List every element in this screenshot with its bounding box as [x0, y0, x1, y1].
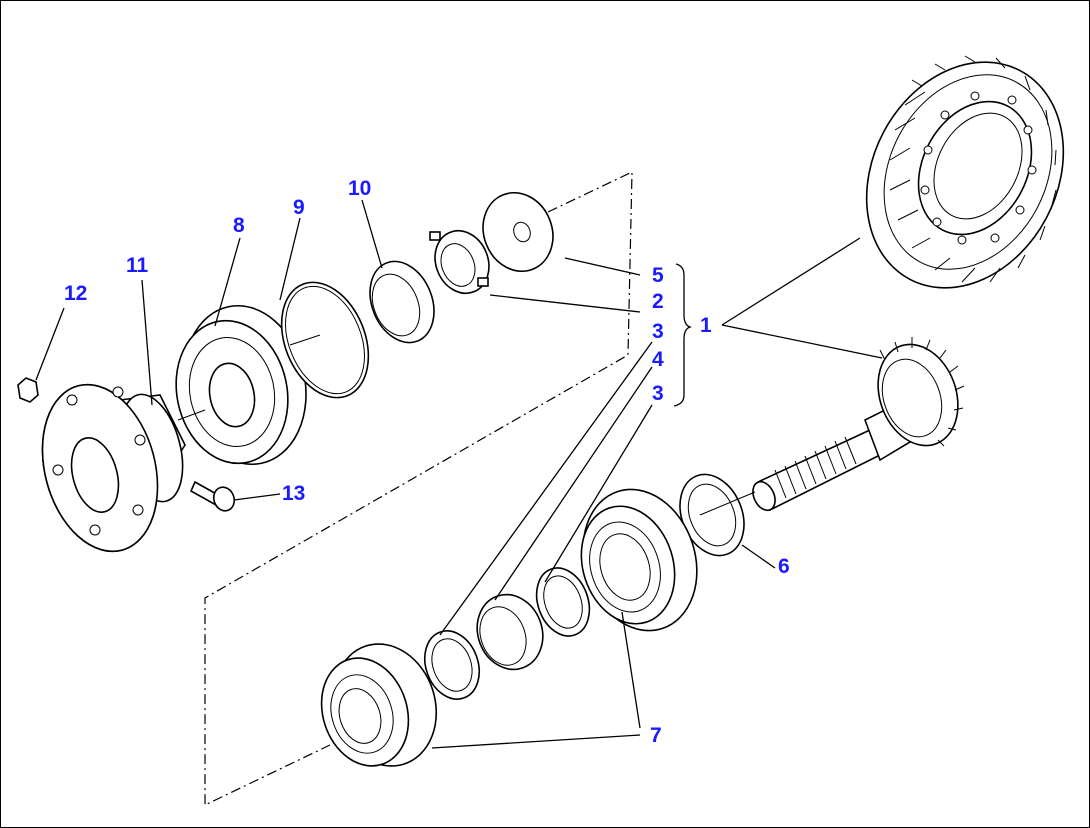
bearing-inner — [320, 643, 438, 767]
callout-12: 12 — [64, 282, 87, 305]
shim-lower — [423, 630, 481, 700]
leader-lines — [35, 199, 883, 749]
callout-4: 4 — [652, 348, 664, 371]
callout-9: 9 — [293, 196, 305, 219]
ring-gear — [865, 55, 1065, 289]
lock-nut — [429, 229, 490, 295]
callout-13: 13 — [282, 482, 305, 505]
callout-7: 7 — [650, 724, 662, 747]
spacer — [535, 567, 591, 637]
bearing-cage — [175, 304, 307, 466]
callout-3-lower: 3 — [652, 382, 664, 405]
callout-5: 5 — [652, 264, 664, 287]
bearing-outer — [580, 488, 698, 632]
axis-frame — [204, 171, 633, 806]
o-ring — [280, 281, 370, 399]
nut — [17, 377, 39, 403]
flange — [41, 383, 186, 553]
callout-10: 10 — [348, 177, 371, 200]
callout-11: 11 — [126, 254, 149, 277]
oil-seal — [369, 260, 435, 344]
bolt — [189, 480, 236, 512]
callout-3-upper: 3 — [652, 320, 664, 343]
callout-1: 1 — [700, 314, 712, 337]
callout-6: 6 — [778, 555, 790, 578]
callout-2: 2 — [652, 290, 664, 313]
callout-8: 8 — [233, 214, 245, 237]
axis-lines — [177, 334, 756, 516]
lock-washer — [482, 191, 554, 273]
callout-labels: 5 2 3 4 3 1 6 7 8 9 10 11 12 13 — [64, 177, 790, 747]
pinion-shaft — [752, 337, 965, 512]
